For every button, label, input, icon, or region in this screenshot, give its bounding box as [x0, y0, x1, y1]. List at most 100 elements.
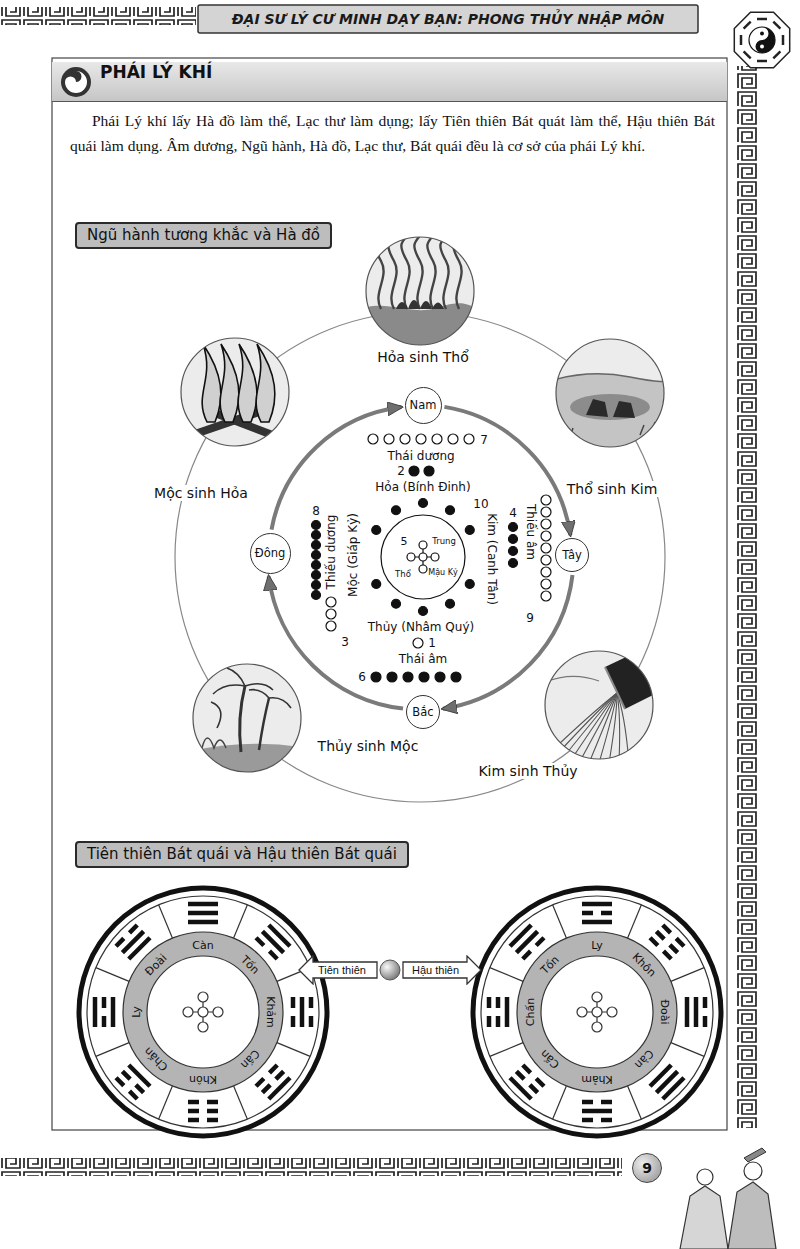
- subheading-box: Tiên thiên Bát quái và Hậu thiên Bát quá…: [75, 841, 409, 868]
- yang-dot: [419, 541, 427, 549]
- yang-dot: [326, 609, 336, 619]
- name-ring: [529, 944, 665, 1080]
- center-dot: [183, 1007, 193, 1017]
- page-frame: [52, 58, 727, 1130]
- meander-border: [736, 66, 758, 1128]
- trigram-line: [582, 1100, 612, 1105]
- subheading-box: Ngũ hành tương khắc và Hà đồ: [75, 222, 332, 249]
- trigram-name: Càn: [192, 940, 213, 951]
- he-tu-label: Mậu Kỷ: [428, 569, 457, 577]
- wheel-rim: [79, 888, 327, 1136]
- element-illustration: [187, 664, 307, 778]
- book-title: ĐẠI SƯ LÝ CƯ MINH DẠY BẠN: PHONG THỦY NH…: [232, 11, 665, 27]
- yin-dot: [509, 559, 518, 568]
- trigram-line: [188, 1109, 218, 1114]
- illustration-clip: [539, 649, 661, 763]
- sketch-pit: [570, 394, 650, 420]
- center-dot: [592, 1007, 602, 1017]
- trigram-line: [269, 1078, 290, 1099]
- yin-dot: [312, 591, 321, 600]
- sketch-stroke: [589, 693, 617, 763]
- trigram-line: [663, 925, 684, 946]
- scholar-figures: [680, 1148, 776, 1249]
- sector-divider: [159, 1086, 173, 1119]
- meander-column: [736, 66, 758, 1128]
- sector-divider: [96, 968, 129, 982]
- trigram-line: [269, 925, 290, 946]
- trigram-name: Chấn: [142, 1045, 170, 1073]
- yin-yang-emblem: [734, 12, 789, 67]
- sketch-stroke: [238, 344, 257, 422]
- he-tu-label: Thổ: [395, 570, 411, 579]
- he-tu-label: 7: [480, 434, 488, 446]
- trigram-line: [188, 1118, 218, 1123]
- emblem-bar: [773, 22, 780, 29]
- direction-circle: Bắc: [406, 695, 440, 729]
- trigram-name: Ly: [131, 1006, 142, 1018]
- yin-yang-circle: [749, 27, 775, 53]
- yin-dot: [509, 547, 518, 556]
- figure-head: [744, 1162, 762, 1180]
- sketch-stroke: [569, 693, 617, 763]
- trigram-line: [188, 920, 218, 925]
- element-caption: Mộc sinh Hỏa: [151, 485, 251, 501]
- he-tu-label: Thái dương: [387, 450, 454, 462]
- ring-edge: [147, 956, 259, 1068]
- trigram-name: Càn: [633, 1048, 656, 1071]
- center-dot: [198, 992, 208, 1002]
- yin-dot: [312, 541, 321, 550]
- subheading-box-text: Ngũ hành tương khắc và Hà đồ: [87, 226, 320, 245]
- trigram-line: [122, 931, 143, 952]
- trigram-name: Khảm: [581, 1074, 613, 1085]
- trigram-line: [496, 997, 501, 1027]
- trigram-name: Khảm: [265, 996, 276, 1028]
- yang-dot: [541, 507, 551, 517]
- center-dot: [213, 1007, 223, 1017]
- subheading-box-text: Tiên thiên Bát quái và Hậu thiên Bát quá…: [87, 845, 397, 864]
- cycle-arrow: [443, 575, 573, 709]
- trigram-line: [188, 911, 218, 916]
- trigram-name: Cấn: [239, 1048, 262, 1071]
- icon-disc: [61, 67, 91, 97]
- sketch-stroke: [202, 738, 226, 748]
- yang-dot: [541, 567, 551, 577]
- yang-dot: [368, 434, 378, 444]
- trigram-name: Khôn: [631, 951, 658, 978]
- arrow-tag-text: Hậu thiên: [412, 955, 482, 985]
- yang-dot: [541, 495, 551, 505]
- meander-border: [0, 7, 196, 25]
- sketch-stroke: [187, 744, 307, 778]
- yang-dot: [384, 434, 394, 444]
- page-number: 9: [632, 1153, 662, 1183]
- icon-swirl: [65, 71, 87, 93]
- he-tu-label: Hỏa (Bính Đinh): [375, 481, 470, 493]
- direction-circle: Nam: [405, 387, 442, 424]
- yang-dot: [541, 579, 551, 589]
- trigram-line: [129, 1065, 150, 1086]
- direction-circle-text: Nam: [410, 398, 437, 412]
- center-dot: [198, 1022, 208, 1032]
- illustration-ground: [181, 338, 289, 446]
- illustration-rim: [545, 651, 653, 759]
- yang-dot: [419, 553, 427, 561]
- yin-dot: [419, 672, 429, 682]
- arrow-tag: Tiên thiên: [298, 955, 378, 985]
- center-ball: [380, 960, 400, 980]
- intro-paragraph: Phái Lý khí lấy Hà đồ làm thể, Lạc thư l…: [70, 108, 715, 158]
- cycle-arrow: [269, 576, 403, 708]
- ring-edge: [517, 932, 677, 1092]
- sketch-stroke: [401, 231, 411, 309]
- he-tu-label: 1: [428, 637, 436, 649]
- he-tu-label: Kim (Canh Tân): [486, 513, 498, 605]
- yin-dot: [435, 672, 445, 682]
- cycle-arrow: [272, 407, 402, 529]
- trigram-name: Tốn: [539, 954, 561, 976]
- sketch-stroke: [586, 399, 608, 417]
- yang-dot: [541, 519, 551, 529]
- he-tu-label: 4: [509, 507, 517, 519]
- yang-dot: [326, 621, 336, 631]
- yin-dot: [371, 672, 381, 682]
- yang-dot: [432, 434, 442, 444]
- sector-divider: [234, 1086, 248, 1119]
- trigram-line: [116, 1078, 137, 1099]
